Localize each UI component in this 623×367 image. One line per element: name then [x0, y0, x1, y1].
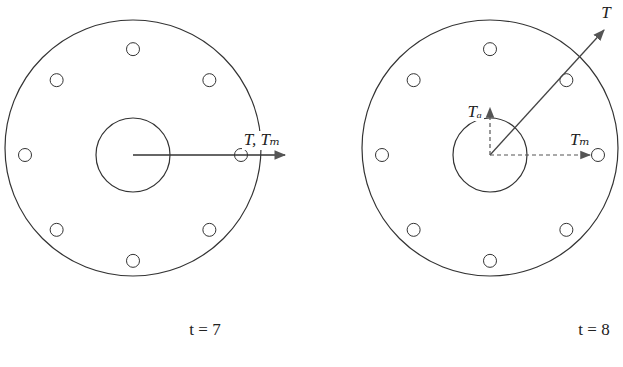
torque-label: T — [599, 4, 612, 23]
caption-label: t = 7 — [187, 321, 222, 340]
moment-label: Tₘ — [568, 131, 592, 150]
bolt-hole — [407, 74, 420, 87]
moment-arrow — [490, 154, 590, 155]
bolt-hole — [203, 74, 216, 87]
bolt-holes — [19, 43, 605, 268]
axial-torque-label: Tₐ — [466, 103, 484, 122]
torque-arrow — [490, 30, 604, 155]
outer-circle — [5, 20, 261, 276]
axial-arrow — [489, 108, 490, 155]
torque-arrow — [133, 154, 285, 155]
torque-label: T, Tₘ — [242, 131, 283, 150]
caption-label: t = 8 — [576, 321, 611, 340]
bolt-hole — [50, 74, 63, 87]
bolt-hole — [592, 149, 605, 162]
bolt-hole — [560, 223, 573, 236]
bolt-hole — [50, 223, 63, 236]
bolt-hole — [484, 254, 497, 267]
bolt-hole — [19, 149, 32, 162]
outer-circle — [362, 20, 618, 276]
bolt-hole — [203, 223, 216, 236]
bolt-hole — [127, 43, 140, 56]
bolt-hole — [407, 223, 420, 236]
bolt-hole — [127, 254, 140, 267]
bolt-hole — [376, 149, 389, 162]
bolt-hole — [484, 43, 497, 56]
